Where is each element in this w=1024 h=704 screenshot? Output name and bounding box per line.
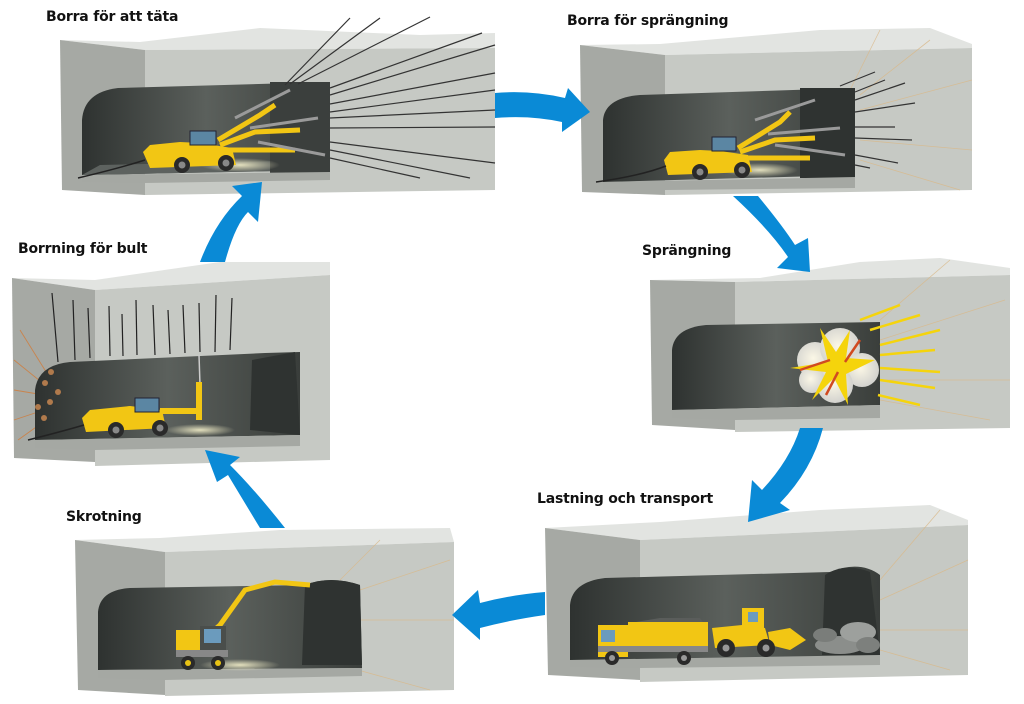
arrow-scaling-to-bolting — [205, 450, 285, 528]
step-label-borra-sprangning: Borra för sprängning — [567, 13, 729, 29]
arrow-blast-to-loading — [748, 428, 823, 522]
rock-crack-lines — [879, 259, 1010, 421]
tunnel-block-borra-tata — [60, 16, 496, 195]
arrow-tata-to-sprangning-drill — [495, 88, 590, 132]
drill-hole-lines — [284, 16, 496, 179]
bolting-rig-machine — [27, 354, 235, 441]
drill-rig-machine — [77, 88, 326, 179]
arrow-loading-to-scaling — [452, 590, 545, 640]
installed-bolt-heads — [35, 369, 61, 421]
explosion-burst — [790, 303, 941, 407]
drill-hole-lines — [839, 71, 916, 169]
scaling-excavator — [176, 579, 311, 670]
tunnel-block-borrning-bult — [12, 262, 330, 466]
arrow-drill-to-blast — [733, 196, 810, 272]
bolt-lines-vertical — [51, 292, 233, 363]
tunnel-block-borra-sprangning — [580, 28, 973, 195]
tunnel-block-sprangning — [650, 258, 1010, 432]
wheel-loader — [712, 608, 806, 657]
step-label-borrning-bult: Borrning för bult — [18, 241, 148, 257]
tunnel-block-skrotning — [75, 528, 454, 696]
step-label-lastning-transport: Lastning och transport — [537, 491, 713, 507]
drill-rig-machine — [595, 98, 846, 183]
dump-truck — [598, 618, 708, 665]
step-label-sprangning: Sprängning — [642, 243, 732, 259]
rock-crack-lines — [879, 509, 969, 671]
rock-pile — [813, 622, 880, 654]
cycle-arrows — [200, 88, 823, 640]
step-label-skrotning: Skrotning — [66, 509, 142, 525]
tunnel-block-lastning-transport — [545, 505, 969, 682]
arrow-bolting-to-sealing — [200, 182, 262, 262]
step-label-borra-tata: Borra för att täta — [46, 9, 179, 25]
